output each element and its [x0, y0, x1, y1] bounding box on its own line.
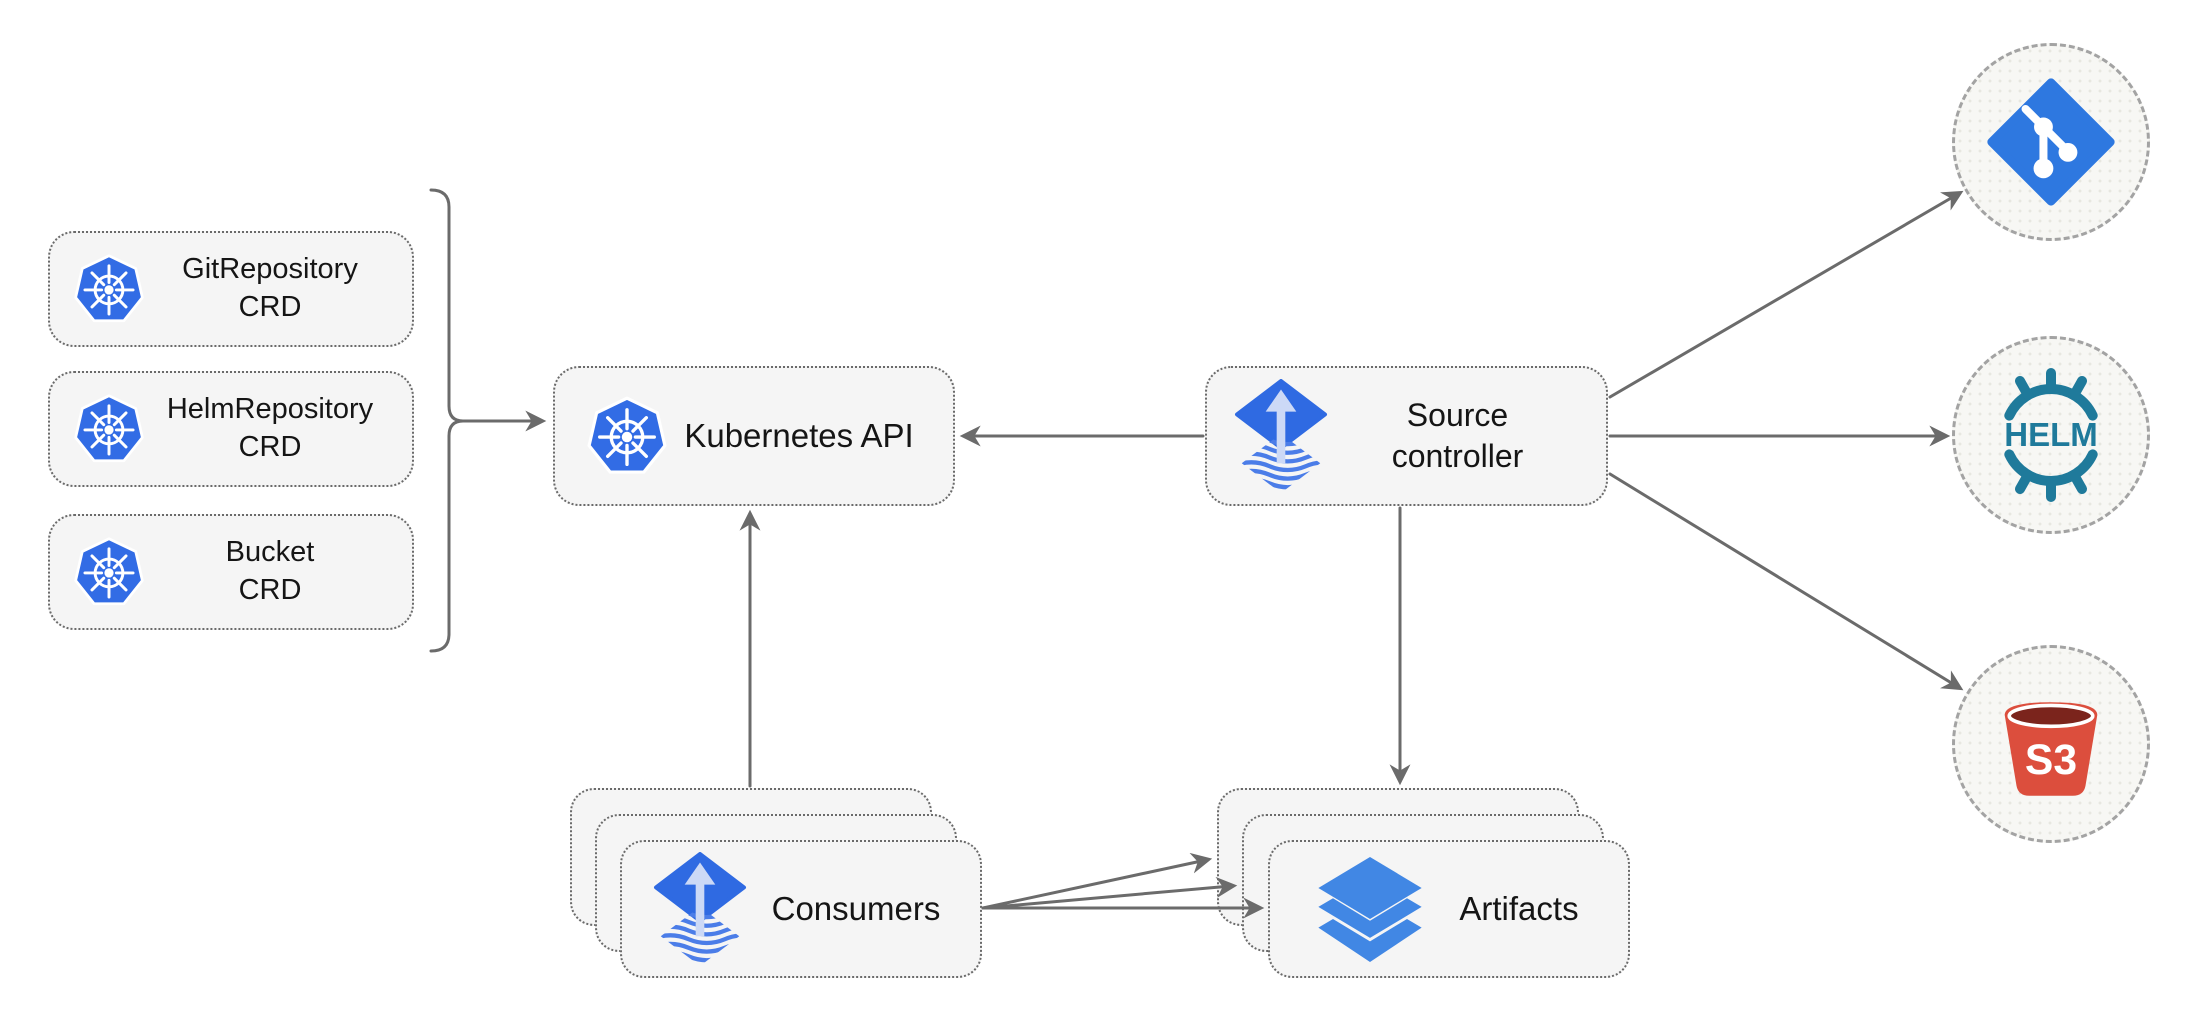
- node-label: Source controller: [1329, 395, 1586, 477]
- node-helm-source: HELM: [1952, 336, 2150, 534]
- layers-icon: [1314, 857, 1426, 962]
- node-gitrepository-crd: GitRepository CRD: [48, 231, 414, 347]
- node-source-controller: Source controller: [1205, 366, 1608, 506]
- crd-suffix: CRD: [238, 291, 302, 323]
- s3-bucket-icon: S3: [1992, 684, 2110, 804]
- node-label-line1: Source: [1406, 397, 1509, 434]
- helm-icon: HELM: [2004, 365, 2098, 505]
- node-bucket-crd: Bucket CRD: [48, 514, 414, 630]
- helm-icon-label: HELM: [2004, 416, 2098, 453]
- crd-suffix: CRD: [238, 431, 302, 463]
- crd-name: GitRepository: [182, 253, 358, 286]
- crd-name: Bucket: [225, 536, 315, 569]
- arrow-source-controller-to-s3: [1608, 472, 1964, 691]
- node-label: GitRepository CRD: [146, 251, 394, 326]
- kubernetes-icon: [72, 392, 146, 466]
- node-artifacts: Artifacts: [1268, 840, 1630, 978]
- node-kubernetes-api: Kubernetes API: [553, 366, 955, 506]
- crd-grouping-brace: [429, 188, 464, 653]
- flux-icon: [652, 852, 748, 966]
- s3-icon-label: S3: [2025, 736, 2077, 784]
- kubernetes-icon: [72, 252, 146, 326]
- node-git-source: [1952, 43, 2150, 241]
- node-label: Artifacts: [1459, 890, 1579, 927]
- node-label: Kubernetes API: [684, 417, 914, 454]
- node-s3-source: S3: [1952, 645, 2150, 843]
- node-label: Consumers: [771, 890, 941, 927]
- node-consumers: Consumers: [620, 840, 982, 978]
- kubernetes-icon: [72, 535, 146, 609]
- arrow-source-controller-to-git: [1608, 190, 1964, 399]
- flux-icon: [1233, 379, 1329, 493]
- arrow-consumers-to-artifacts-1: [981, 852, 1213, 910]
- node-label-line2: controller: [1391, 438, 1524, 474]
- node-helmrepository-crd: HelmRepository CRD: [48, 371, 414, 487]
- git-icon: [1985, 76, 2117, 208]
- node-label: HelmRepository CRD: [146, 391, 394, 466]
- crd-suffix: CRD: [238, 574, 302, 606]
- arrow-consumers-to-artifacts-2: [981, 876, 1238, 910]
- node-label: Bucket CRD: [146, 534, 394, 609]
- crd-name: HelmRepository: [166, 393, 374, 426]
- kubernetes-icon: [585, 394, 669, 478]
